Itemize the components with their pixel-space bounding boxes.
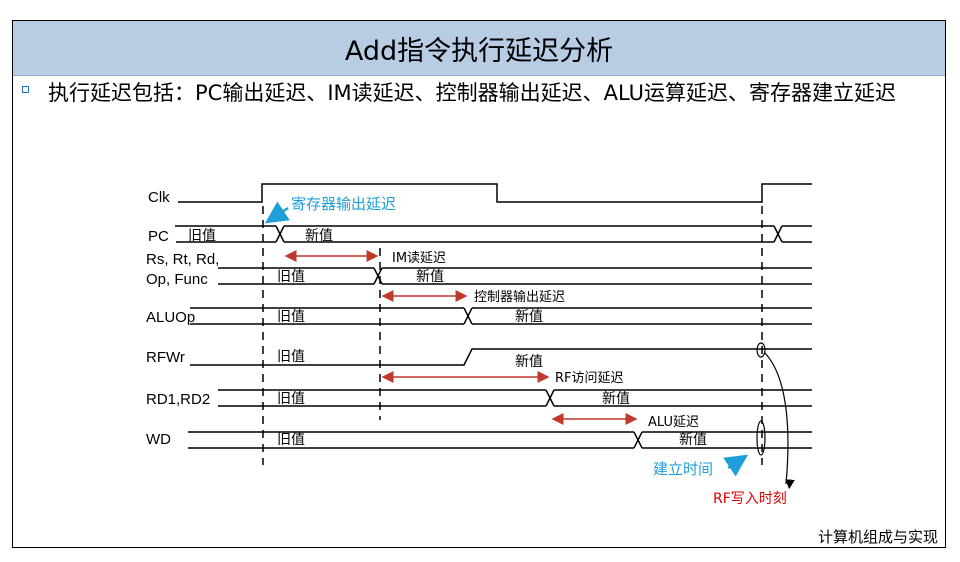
delay-arrows: [284, 250, 638, 425]
instr-fields-waveform: [218, 267, 812, 285]
slide-title: Add指令执行延迟分析: [344, 36, 614, 67]
label-reg-out-delay: 寄存器输出延迟: [291, 195, 396, 213]
wd-new: 新值: [679, 432, 707, 448]
title-bar: Add指令执行延迟分析: [13, 21, 945, 76]
pc-waveform: [175, 225, 812, 243]
rd-waveform: [218, 389, 812, 407]
rfwr-new: 新值: [515, 354, 543, 370]
footer-course: 计算机组成与实现: [817, 528, 938, 546]
signal-wd: WD: [146, 431, 171, 448]
aluop-old: 旧值: [277, 309, 305, 325]
aluop-new: 新值: [515, 309, 543, 325]
wd-waveform: [188, 431, 812, 449]
write-moment-markers: [756, 342, 795, 490]
clk-waveform: [178, 183, 812, 203]
label-rf-access-delay: RF访问延迟: [555, 371, 624, 386]
signal-rfwr: RFWr: [146, 349, 185, 366]
fields-new: 新值: [416, 269, 444, 285]
bullet-icon: [22, 86, 29, 93]
signal-rd: RD1,RD2: [146, 391, 210, 408]
fields-old: 旧值: [277, 269, 305, 285]
signal-rs: Rs, Rt, Rd,: [146, 251, 219, 268]
label-setup-time: 建立时间: [653, 460, 713, 478]
signal-op: Op, Func: [146, 271, 208, 288]
label-rf-write-moment: RF写入时刻: [713, 491, 787, 507]
label-im-read-delay: IM读延迟: [392, 251, 446, 266]
slide-frame: [12, 20, 946, 548]
rd-old: 旧值: [277, 391, 305, 407]
pc-old: 旧值: [188, 228, 216, 244]
rfwr-old: 旧值: [277, 349, 305, 365]
aluop-waveform: [190, 307, 812, 325]
pc-new: 新值: [305, 228, 333, 244]
wd-old: 旧值: [277, 432, 305, 448]
signal-pc: PC: [148, 228, 169, 245]
label-ctrl-out-delay: 控制器输出延迟: [474, 289, 565, 305]
label-alu-delay: ALU延迟: [648, 415, 699, 430]
signal-clk: Clk: [148, 189, 170, 206]
bullet-text: 执行延迟包括：PC输出延迟、IM读延迟、控制器输出延迟、ALU运算延迟、寄存器建…: [48, 81, 897, 105]
signal-aluop: ALUOp: [146, 309, 195, 326]
annotation-arrows: [264, 201, 749, 477]
rd-new: 新值: [602, 391, 630, 407]
rfwr-waveform: [190, 348, 812, 366]
